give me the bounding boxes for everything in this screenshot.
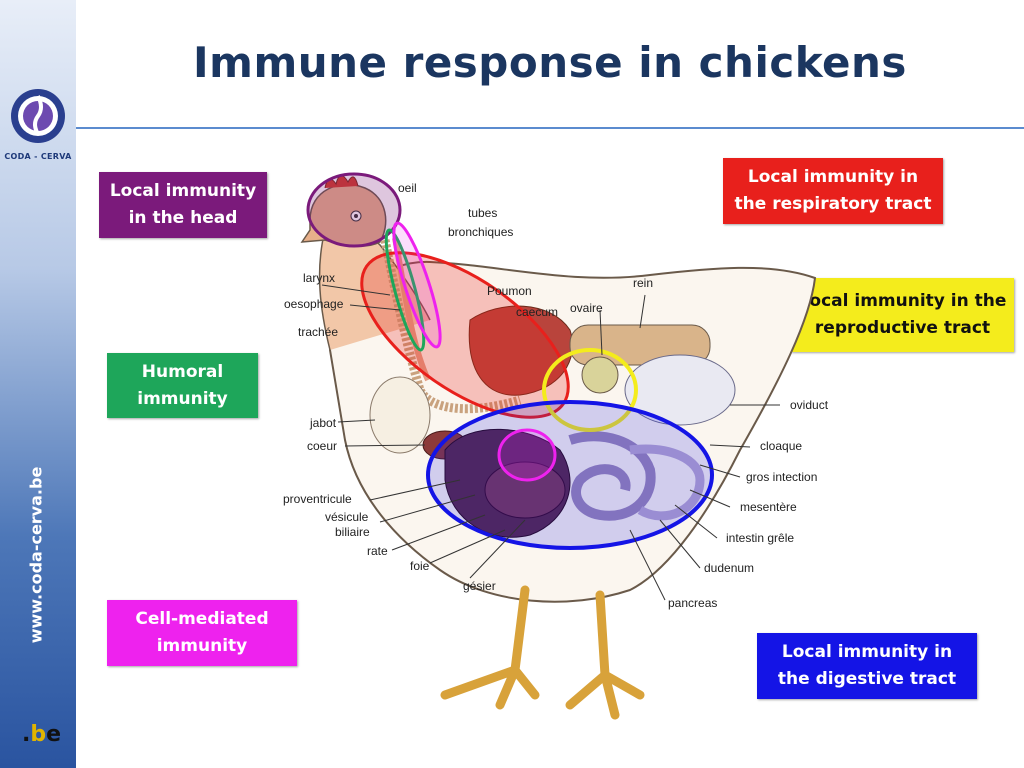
chicken-anatomy-diagram: oeil tubes bronchiques larynx oesophage …: [283, 172, 829, 720]
box-local-immunity-digestive: Local immunity in the digestive tract: [757, 633, 977, 699]
title-divider: [76, 127, 1024, 129]
label-cloaque: cloaque: [760, 439, 802, 453]
website-url[interactable]: www.coda-cerva.be: [26, 466, 46, 644]
highlight-cell-mediated-ellipse-2: [497, 428, 557, 482]
organ-oviduct: [624, 354, 736, 426]
label-gesier: gésier: [463, 579, 496, 593]
label-bronchiques: bronchiques: [448, 225, 513, 239]
coda-cerva-logo-icon: [11, 89, 65, 143]
chicken-left-leg: [440, 585, 540, 710]
box-local-immunity-reproductive: Local immunity in the reproductive tract: [791, 278, 1014, 352]
label-proventricule: proventricule: [283, 492, 352, 506]
label-foie: foie: [410, 559, 430, 573]
organ-crop: [369, 376, 431, 454]
sidebar: CODA - CERVA www.coda-cerva.be .be: [0, 0, 76, 768]
highlight-humoral-ellipse: [384, 228, 426, 352]
label-oeil: oeil: [398, 181, 417, 195]
box-local-immunity-head: Local immunity in the head: [99, 172, 267, 238]
label-jabot: jabot: [309, 416, 337, 430]
logo-text: CODA - CERVA: [4, 152, 72, 161]
box-cell-mediated-immunity: Cell-mediated immunity: [107, 600, 297, 666]
label-dudenum: dudenum: [704, 561, 754, 575]
label-mesentere: mesentère: [740, 500, 797, 514]
label-larynx: larynx: [303, 271, 335, 285]
highlight-reproductive-ellipse: [542, 348, 638, 432]
organ-intestine: [568, 431, 656, 521]
label-biliaire: biliaire: [335, 525, 370, 539]
box-humoral-immunity: Humoral immunity: [107, 353, 258, 418]
label-intestin-grele: intestin grêle: [726, 531, 794, 545]
chicken-right-leg: [565, 590, 645, 720]
be-logo: .be: [22, 722, 62, 747]
label-coeur: coeur: [307, 439, 337, 453]
label-pancreas: pancreas: [668, 596, 717, 610]
highlight-digestive-ellipse: [426, 400, 714, 550]
highlight-cell-mediated-ellipse: [392, 221, 442, 349]
label-tubes: tubes: [468, 206, 497, 220]
label-poumon: Poumon: [487, 284, 532, 298]
label-oesophage: oesophage: [284, 297, 344, 311]
label-gros-intection: gros intection: [746, 470, 817, 484]
label-rein: rein: [633, 276, 653, 290]
organ-ovary: [581, 356, 619, 394]
leader-lines: [321, 284, 780, 601]
label-oviduct: oviduct: [790, 398, 829, 412]
label-caecum: caecum: [516, 305, 558, 319]
page-title: Immune response in chickens: [193, 38, 907, 87]
highlight-head-ellipse: [306, 172, 402, 248]
organ-small-intestine: [629, 444, 705, 521]
label-vesicule: vésicule: [325, 510, 369, 524]
box-local-immunity-respiratory: Local immunity in the respiratory tract: [723, 158, 943, 224]
label-trachee: trachée: [298, 325, 338, 339]
label-ovaire: ovaire: [570, 301, 603, 315]
label-rate: rate: [367, 544, 388, 558]
